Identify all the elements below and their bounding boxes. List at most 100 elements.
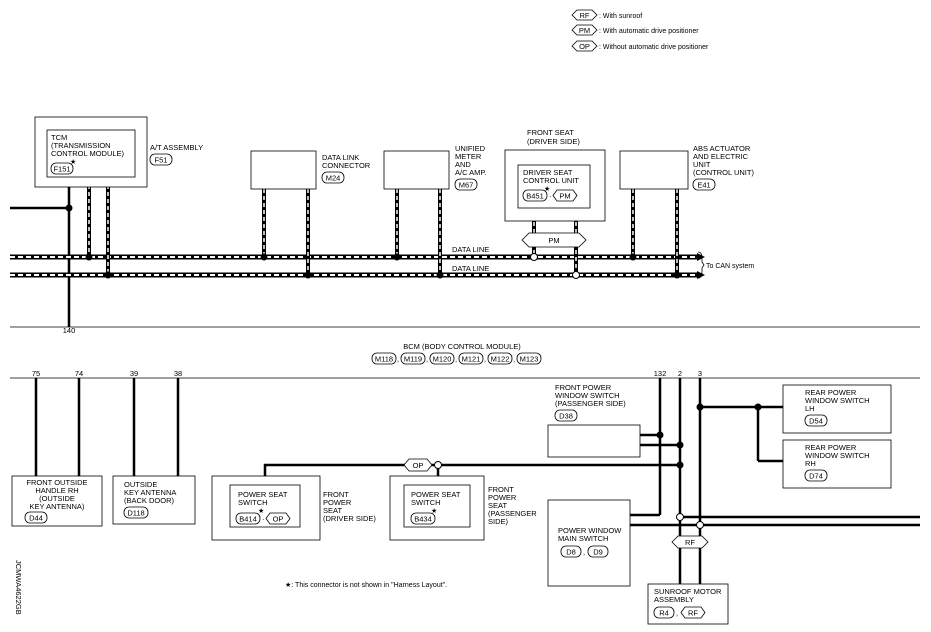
to-can-label: To CAN system: [706, 263, 754, 270]
svg-text:: With automatic drive positio: : With automatic drive positioner: [599, 28, 699, 35]
svg-text:·: ·: [262, 515, 265, 524]
power-seat-switch-driver: POWER SEAT SWITCH ★ B414 · OP FRONT POWE…: [211, 475, 376, 541]
svg-text:M120: M120: [433, 355, 452, 364]
svg-text:SEAT: SEAT: [323, 506, 342, 515]
front-outside-handle-rh: FRONT OUTSIDE HANDLE RH (OUTSIDE KEY ANT…: [11, 475, 103, 527]
at-connector: F51: [155, 156, 168, 165]
svg-text:(DRIVER SIDE): (DRIVER SIDE): [323, 514, 376, 523]
svg-text:SUNROOF MOTOR: SUNROOF MOTOR: [654, 587, 722, 596]
svg-text:·: ·: [549, 192, 552, 201]
footnote: ★: This connector is not shown in "Harne…: [285, 581, 447, 589]
svg-text:SWITCH: SWITCH: [238, 498, 268, 507]
abs-actuator: ABS ACTUATOR AND ELECTRIC UNIT (CONTROL …: [619, 144, 754, 191]
svg-text:(CONTROL UNIT): (CONTROL UNIT): [693, 168, 754, 177]
svg-text:M122: M122: [491, 355, 510, 364]
can-bracket: [697, 251, 705, 279]
legend-item-rf: RF : With sunroof: [571, 9, 642, 21]
svg-text:FRONT POWER: FRONT POWER: [555, 383, 612, 392]
svg-text:R4: R4: [659, 609, 669, 618]
pin-140-label: 140: [63, 326, 76, 335]
star-icon: ★: [431, 507, 437, 515]
svg-text:,: ,: [455, 355, 457, 364]
optional-splice: [530, 253, 538, 261]
legend: RF : With sunroof PM : With automatic dr…: [571, 9, 709, 52]
diagram-code: JCMWA4622GB: [14, 560, 23, 615]
svg-text:RF: RF: [685, 538, 695, 547]
svg-text:POWER SEAT: POWER SEAT: [411, 490, 461, 499]
can-drops: [87, 178, 679, 275]
svg-text:PM: PM: [579, 26, 590, 35]
svg-text:D8: D8: [566, 548, 576, 557]
svg-text:D74: D74: [809, 472, 823, 481]
bcm-pins: 75 74 39 38 132 2 3: [32, 369, 702, 378]
svg-text:M119: M119: [404, 355, 422, 364]
svg-text:M118: M118: [375, 355, 393, 364]
rear-power-window-switch-rh: REAR POWER WINDOW SWITCH RH D74: [782, 439, 892, 489]
svg-text:AND: AND: [455, 160, 471, 169]
svg-text:74: 74: [75, 369, 83, 378]
svg-text:OP: OP: [413, 461, 424, 470]
svg-text:PM: PM: [548, 236, 559, 245]
svg-text:CONTROL UNIT: CONTROL UNIT: [523, 176, 579, 185]
svg-text:RH: RH: [805, 459, 816, 468]
svg-text:M67: M67: [459, 181, 474, 190]
svg-text:39: 39: [130, 369, 138, 378]
svg-text:POWER: POWER: [488, 493, 517, 502]
svg-text:D44: D44: [29, 514, 43, 523]
svg-text:REAR POWER: REAR POWER: [805, 443, 857, 452]
svg-text:(TRANSMISSION: (TRANSMISSION: [51, 141, 111, 150]
svg-text:M123: M123: [520, 355, 539, 364]
rear-power-window-switch-lh: REAR POWER WINDOW SWITCH LH D54: [782, 384, 892, 434]
svg-text:(OUTSIDE: (OUTSIDE: [39, 494, 75, 503]
svg-text:,: ,: [484, 355, 486, 364]
bcm-title: BCM (BODY CONTROL MODULE): [403, 342, 521, 351]
star-icon: ★: [544, 185, 550, 193]
op-option-tag: OP: [403, 458, 433, 472]
star-icon: ★: [258, 507, 264, 515]
svg-text:,: ,: [676, 609, 678, 618]
svg-text:DATA LINK: DATA LINK: [322, 153, 359, 162]
svg-text:LH: LH: [805, 404, 815, 413]
svg-text:RF: RF: [580, 11, 590, 20]
svg-text:B434: B434: [414, 515, 432, 524]
can-data-line-high: [10, 253, 705, 261]
pm-option-tag: PM: [521, 232, 587, 248]
svg-text:WINDOW SWITCH: WINDOW SWITCH: [555, 391, 620, 400]
bcm-connectors: M118 , M119 , M120 , M121 , M122 , M123: [371, 352, 542, 365]
legend-item-pm: PM : With automatic drive positioner: [571, 24, 699, 36]
svg-text:M121: M121: [462, 355, 481, 364]
svg-text:CONNECTOR: CONNECTOR: [322, 161, 371, 170]
svg-text:FRONT SEAT: FRONT SEAT: [527, 128, 574, 137]
svg-text:D54: D54: [809, 417, 823, 426]
svg-text:POWER SEAT: POWER SEAT: [238, 490, 288, 499]
svg-text:: Without automatic drive posi: : Without automatic drive positioner: [599, 44, 709, 51]
svg-text:D118: D118: [127, 509, 144, 518]
svg-text:SIDE): SIDE): [488, 517, 509, 526]
svg-text:RF: RF: [688, 609, 698, 618]
can-splices: [85, 253, 681, 279]
power-seat-switch-passenger: POWER SEAT SWITCH ★ B434 FRONT POWER SEA…: [389, 475, 537, 541]
sunroof-motor-assembly: SUNROOF MOTOR ASSEMBLY R4 , RF: [647, 583, 729, 625]
svg-text:REAR POWER: REAR POWER: [805, 388, 857, 397]
can-data-line-low: [10, 271, 705, 279]
svg-text:A/T ASSEMBLY: A/T ASSEMBLY: [150, 143, 203, 152]
svg-text:OUTSIDE: OUTSIDE: [124, 480, 157, 489]
svg-text:FRONT OUTSIDE: FRONT OUTSIDE: [26, 478, 87, 487]
svg-text:D38: D38: [559, 412, 573, 421]
data-link-connector: DATA LINK CONNECTOR M24: [250, 150, 371, 190]
a-t-assembly: TCM (TRANSMISSION CONTROL MODULE) ★ F151…: [34, 116, 203, 188]
svg-text:(BACK DOOR): (BACK DOOR): [124, 496, 175, 505]
svg-text:3: 3: [698, 369, 702, 378]
svg-text:WINDOW SWITCH: WINDOW SWITCH: [805, 396, 870, 405]
svg-text:KEY ANTENNA: KEY ANTENNA: [124, 488, 176, 497]
svg-text:WINDOW SWITCH: WINDOW SWITCH: [805, 451, 870, 460]
svg-text:B451: B451: [526, 192, 544, 201]
data-line-label-2: DATA LINE: [452, 264, 489, 273]
svg-text:CONTROL MODULE): CONTROL MODULE): [51, 149, 125, 158]
legend-item-op: OP : Without automatic drive positioner: [571, 40, 709, 52]
svg-text:B414: B414: [239, 515, 257, 524]
svg-text:,: ,: [513, 355, 515, 364]
svg-text:2: 2: [678, 369, 682, 378]
svg-text:UNIT: UNIT: [693, 160, 711, 169]
svg-text:(PASSENGER SIDE): (PASSENGER SIDE): [555, 399, 626, 408]
